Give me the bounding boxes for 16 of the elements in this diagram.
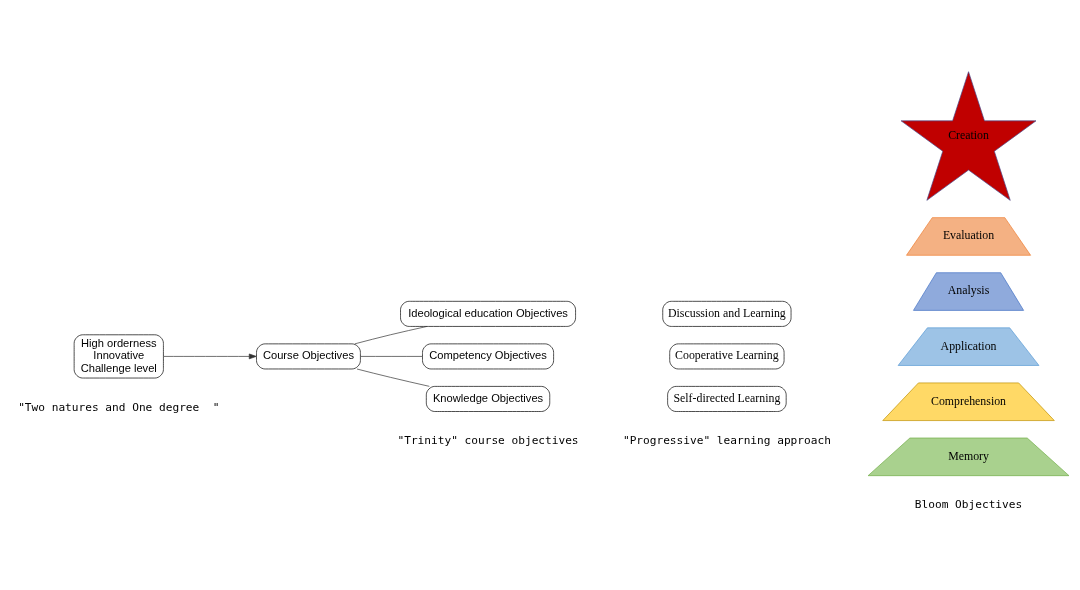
node-box: Knowledge Objectives <box>425 386 551 412</box>
connector <box>354 326 428 345</box>
arrow <box>163 353 257 360</box>
label: "Two natures and One degree " <box>18 400 220 414</box>
label: Bloom Objectives <box>914 498 1023 512</box>
node-box: Course Objectives <box>256 343 361 370</box>
node-box: Discussion and Learning <box>662 300 792 327</box>
node-box: Self-directed Learning <box>667 386 787 412</box>
connector <box>356 368 430 387</box>
node-box: Competency Objectives <box>422 343 554 370</box>
label: "Progressive" learning approach <box>622 434 831 448</box>
label: "Trinity" course objectives <box>397 434 579 448</box>
node-box: Ideological education Objectives <box>400 300 576 327</box>
connector <box>360 356 423 357</box>
node-box: Cooperative Learning <box>669 343 785 370</box>
node-box: High orderness Innovative Challenge level <box>73 334 164 379</box>
